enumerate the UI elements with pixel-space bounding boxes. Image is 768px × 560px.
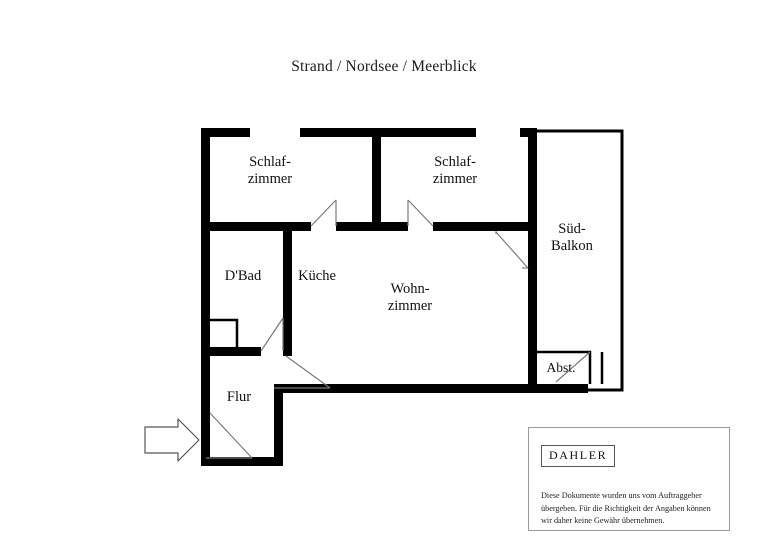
door-swing-abst — [555, 351, 591, 383]
door-swing-entrance — [209, 412, 253, 459]
wall-abst-bottom — [528, 384, 588, 393]
wall-bottom-main — [274, 384, 529, 393]
dahler-logo: DAHLER — [541, 445, 616, 467]
wall-group — [201, 128, 588, 466]
bathroom-fixture — [210, 318, 239, 351]
wall-left-exterior — [201, 128, 210, 466]
entrance-arrow — [144, 418, 200, 462]
wall-bad-kueche — [283, 231, 292, 356]
wall-between-bedrooms — [372, 128, 381, 231]
wall-bedroom-south-left — [201, 222, 311, 231]
wall-top-left — [201, 128, 250, 137]
disclaimer-text: Diese Dokumente wurden uns vom Auftragge… — [541, 491, 711, 526]
abst-room-outline — [537, 350, 604, 384]
door-swing-bedroom-right — [407, 199, 434, 227]
wall-top-mid — [300, 128, 476, 137]
door-swing-dbad — [260, 317, 284, 352]
wall-flur-right — [274, 384, 283, 466]
wall-bottom-flur — [201, 457, 283, 466]
wall-bad-south — [201, 347, 261, 356]
wall-abst-left — [528, 352, 537, 393]
door-swing-balcony — [495, 231, 529, 269]
wall-right-exterior — [528, 128, 537, 393]
wall-bedroom-south-right — [433, 222, 537, 231]
disclaimer-box: DAHLER Diese Dokumente wurden uns vom Au… — [528, 427, 730, 531]
door-swing-kueche — [285, 355, 331, 389]
door-swing-group — [206, 199, 591, 459]
door-swing-bedroom-left — [310, 199, 337, 227]
page-title: Strand / Nordsee / Meerblick — [291, 58, 477, 75]
